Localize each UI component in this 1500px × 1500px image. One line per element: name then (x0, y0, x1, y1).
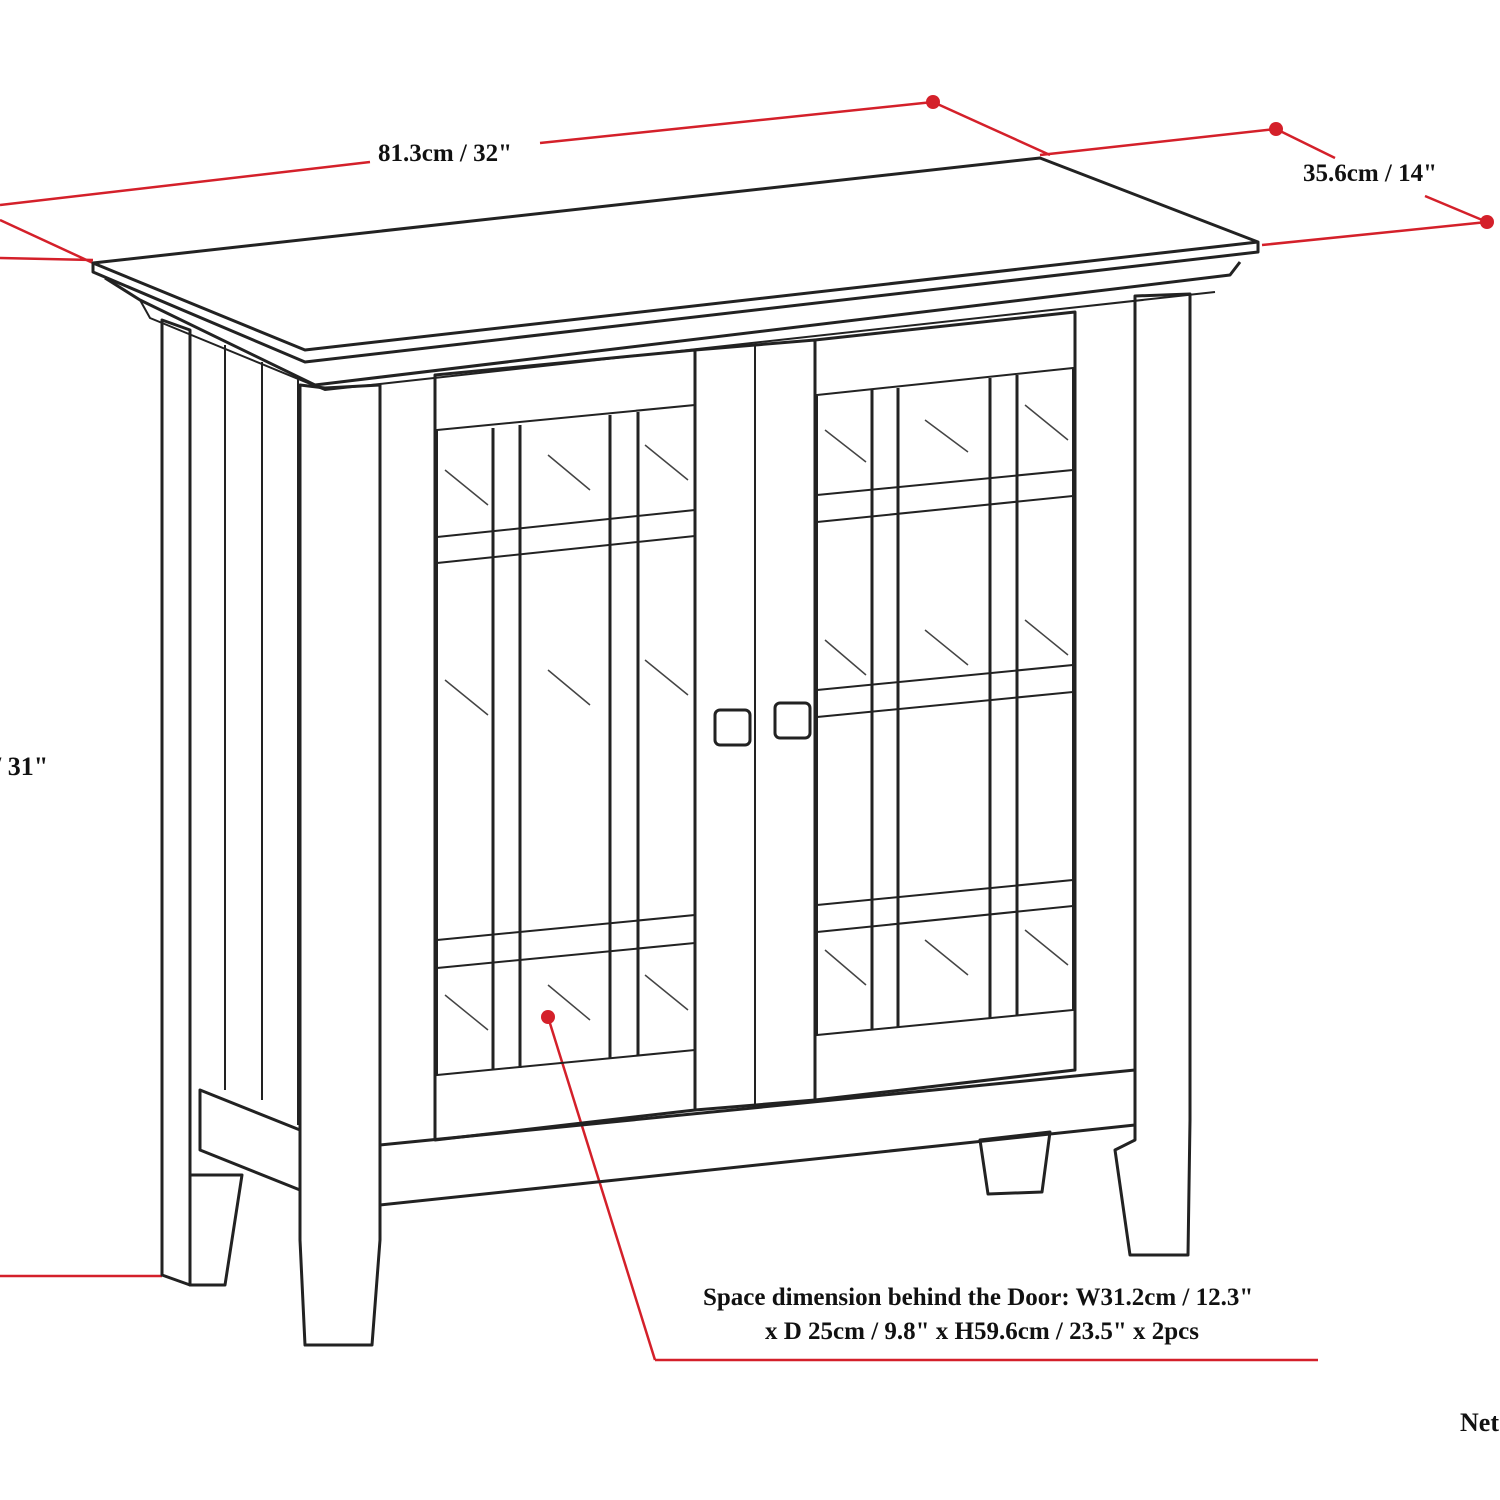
cabinet-side (160, 318, 302, 1287)
dimension-lines (0, 95, 1494, 1362)
width-label: 81.3cm / 32" (378, 140, 512, 167)
dimension-dot (1480, 215, 1494, 229)
door-knob-right[interactable] (773, 701, 812, 740)
cabinet-top (91, 156, 1260, 392)
height-label: / 31" (0, 752, 49, 781)
dimension-dot (1269, 122, 1283, 136)
interior-dimension-line1: Space dimension behind the Door: W31.2cm… (703, 1284, 1254, 1311)
net-weight-label: Net (1460, 1408, 1499, 1437)
interior-dimension-line2: x D 25cm / 9.8" x H59.6cm / 23.5" x 2pcs (765, 1318, 1199, 1345)
depth-label: 35.6cm / 14" (1303, 160, 1437, 187)
left-door (433, 348, 752, 1142)
door-knob-left[interactable] (713, 708, 752, 747)
dimension-dot (541, 1010, 555, 1024)
dimension-dot (926, 95, 940, 109)
right-door (773, 310, 1077, 1102)
